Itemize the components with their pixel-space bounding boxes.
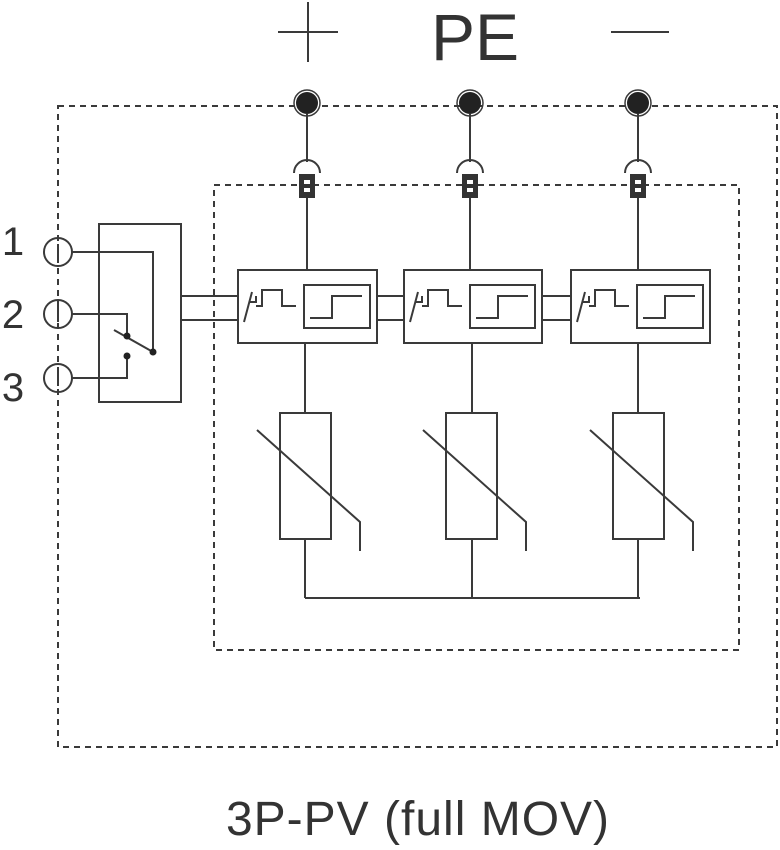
mov-varistors (256, 343, 694, 599)
top-terminals (293, 89, 652, 270)
terminal-1-label: 1 (2, 220, 24, 264)
mov-varistor (422, 343, 527, 598)
plus-symbol (278, 2, 338, 62)
mov-varistor (589, 343, 694, 598)
diagram-caption: 3P-PV (full MOV) (226, 793, 610, 846)
top-terminal-pe (456, 89, 484, 270)
top-polarity-labels: PE (278, 0, 669, 74)
disconnect-module (237, 269, 378, 344)
disconnect-module (570, 269, 711, 344)
pe-label: PE (431, 0, 519, 74)
remote-signal-contact (43, 223, 182, 403)
disconnect-module (403, 269, 543, 344)
top-terminal-minus (624, 89, 652, 270)
mov-varistor (256, 343, 361, 598)
module-link-lines (181, 295, 571, 321)
top-terminal-plus (293, 89, 321, 270)
outer-enclosure (57, 105, 778, 748)
terminal-2-label: 2 (2, 293, 24, 337)
thermal-disconnect-modules (181, 269, 711, 344)
terminal-3-label: 3 (2, 366, 24, 410)
